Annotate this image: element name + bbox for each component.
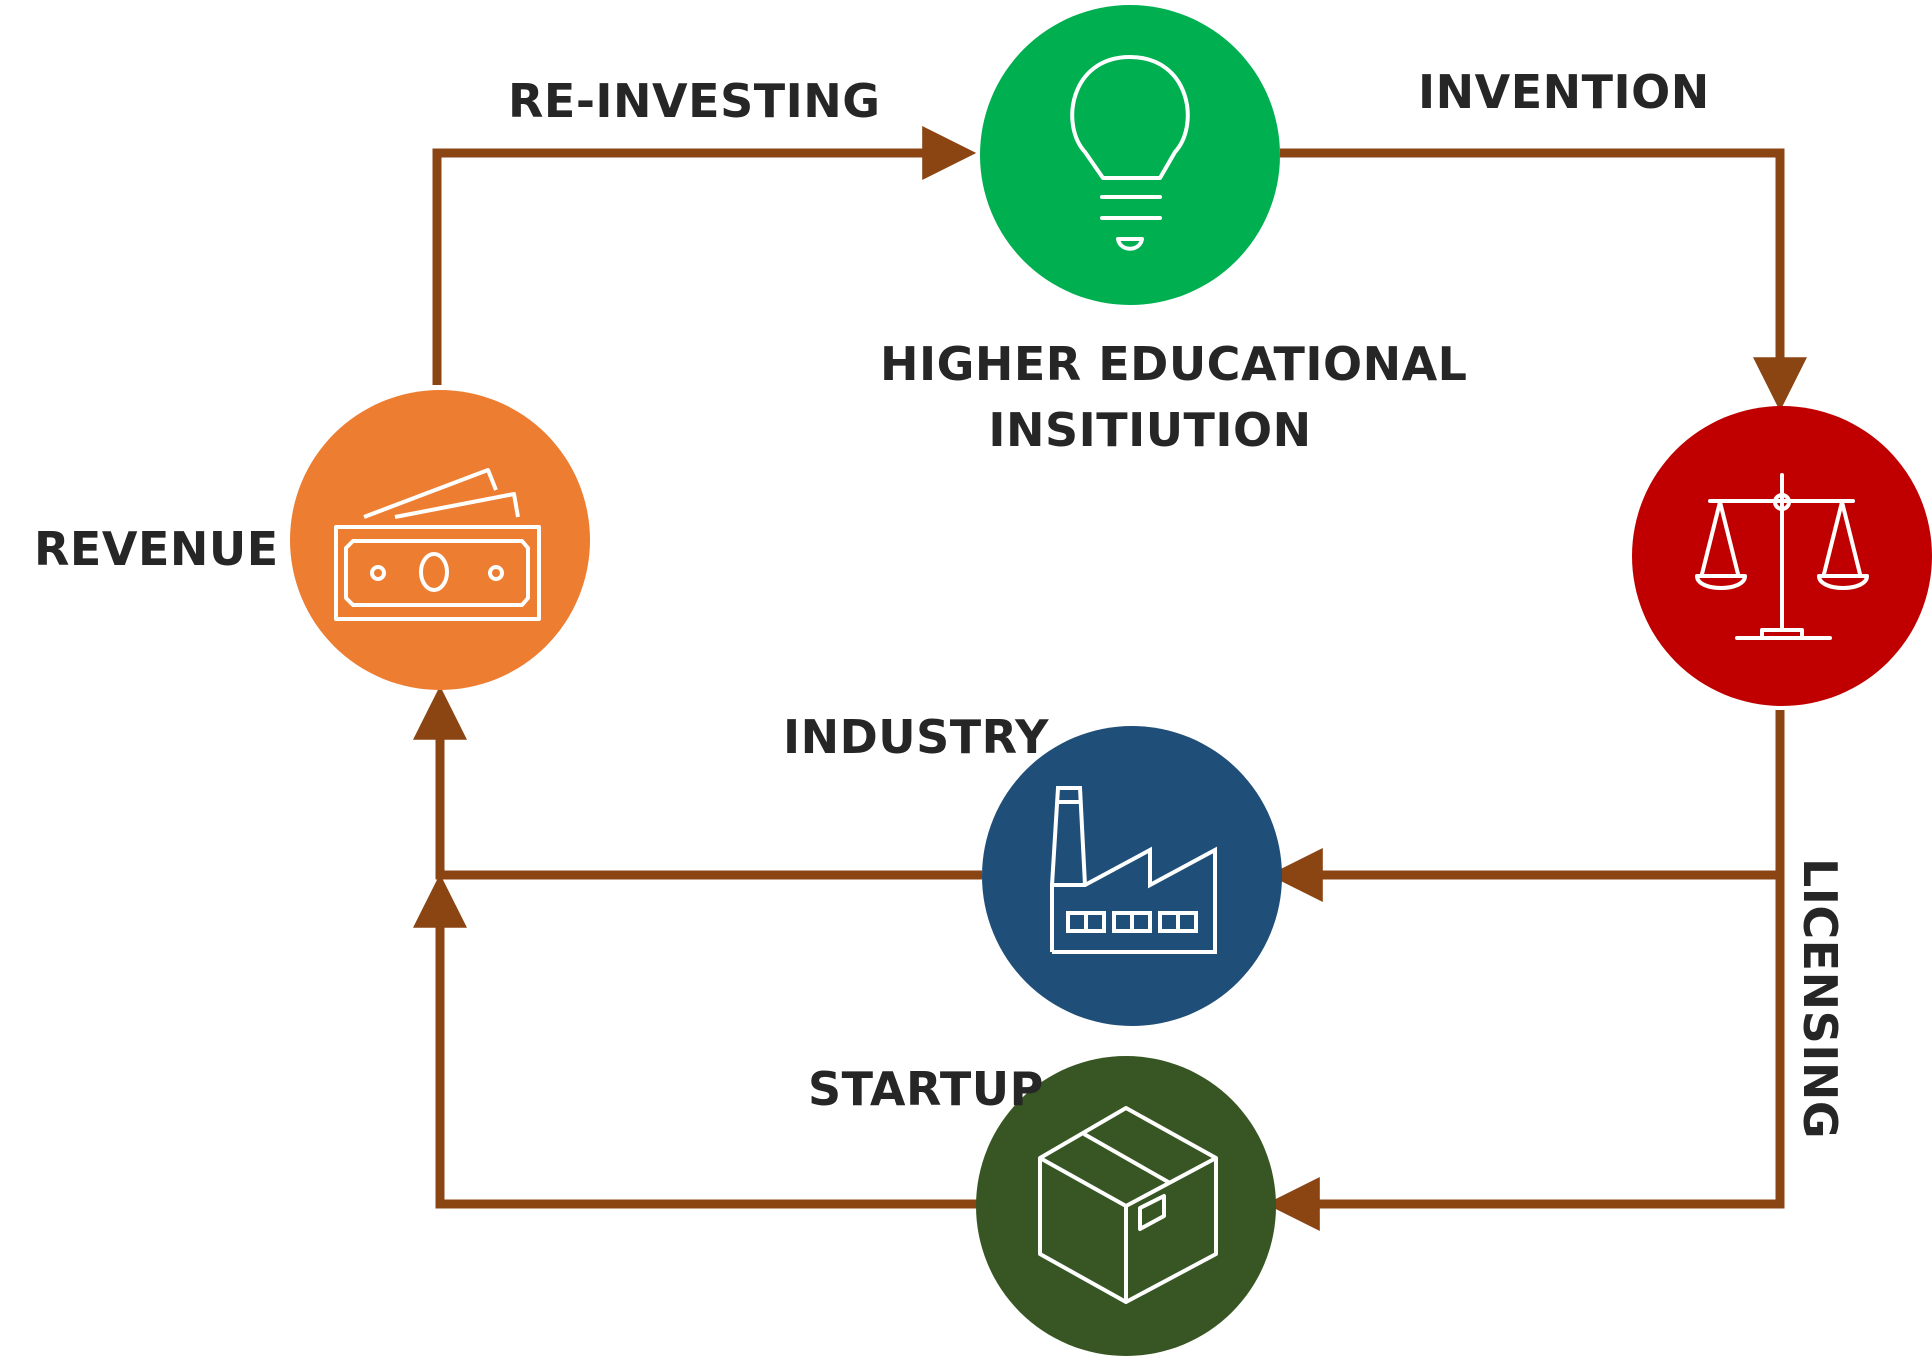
box-icon [1038, 1106, 1218, 1304]
industry-label: INDUSTRY [783, 710, 1049, 764]
connectors [413, 126, 1807, 1231]
scales-icon [1695, 473, 1869, 640]
institution-label: HIGHER EDUCATIONAL INSITIUTION [880, 336, 1468, 459]
arrow-reinvesting [432, 126, 977, 385]
startup-node [976, 1056, 1276, 1356]
arrow-startup-to-revenue [413, 873, 978, 1209]
licensing-label: LICENSING [1793, 858, 1847, 1140]
factory-icon [1050, 786, 1217, 954]
startup-label: STARTUP [808, 1062, 1044, 1116]
arrow-licensing-to-industry [1268, 710, 1785, 902]
arrow-invention [1280, 148, 1807, 412]
reinvesting-label: RE-INVESTING [508, 74, 881, 128]
money-icon [334, 468, 541, 621]
institution-node [980, 5, 1280, 305]
lightbulb-icon [1070, 55, 1190, 251]
revenue-label: REVENUE [34, 522, 279, 576]
institution-label-line2: INSITIUTION [988, 402, 1312, 457]
revenue-node [290, 390, 590, 690]
invention-label: INVENTION [1418, 65, 1710, 119]
industry-node [982, 726, 1282, 1026]
licensing-node [1632, 406, 1932, 706]
arrow-licensing-to-startup [1265, 875, 1785, 1231]
institution-label-line1: HIGHER EDUCATIONAL [880, 337, 1468, 391]
